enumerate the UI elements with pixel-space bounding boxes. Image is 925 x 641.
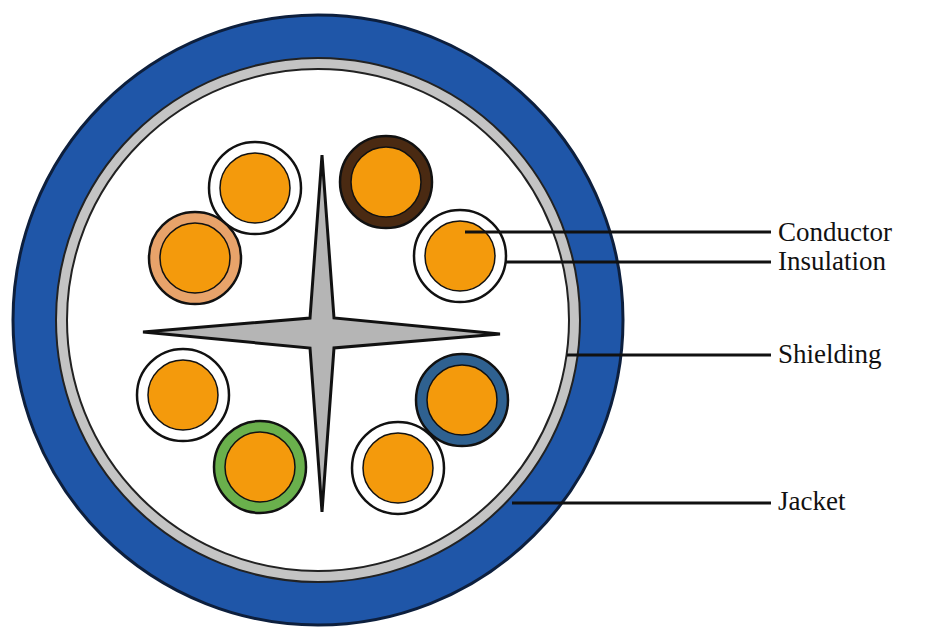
cross-separator [143,155,500,512]
wire [414,210,506,302]
leader-line [465,231,771,234]
part-label: Jacket [778,488,845,515]
wire-pairs [137,136,508,514]
wire [137,349,229,441]
part-label: Conductor [778,219,892,246]
part-label: Insulation [778,248,886,275]
part-label: Shielding [778,341,882,368]
wire [214,421,306,513]
wire [352,422,444,514]
wire [149,212,241,304]
wire [340,136,432,228]
cable-interior [67,69,569,571]
leader-line [567,354,771,357]
shielding [56,58,580,582]
leader-lines [465,232,771,503]
leader-line [512,502,771,505]
jacket [13,15,623,625]
leader-line [505,261,771,264]
wire [416,354,508,446]
